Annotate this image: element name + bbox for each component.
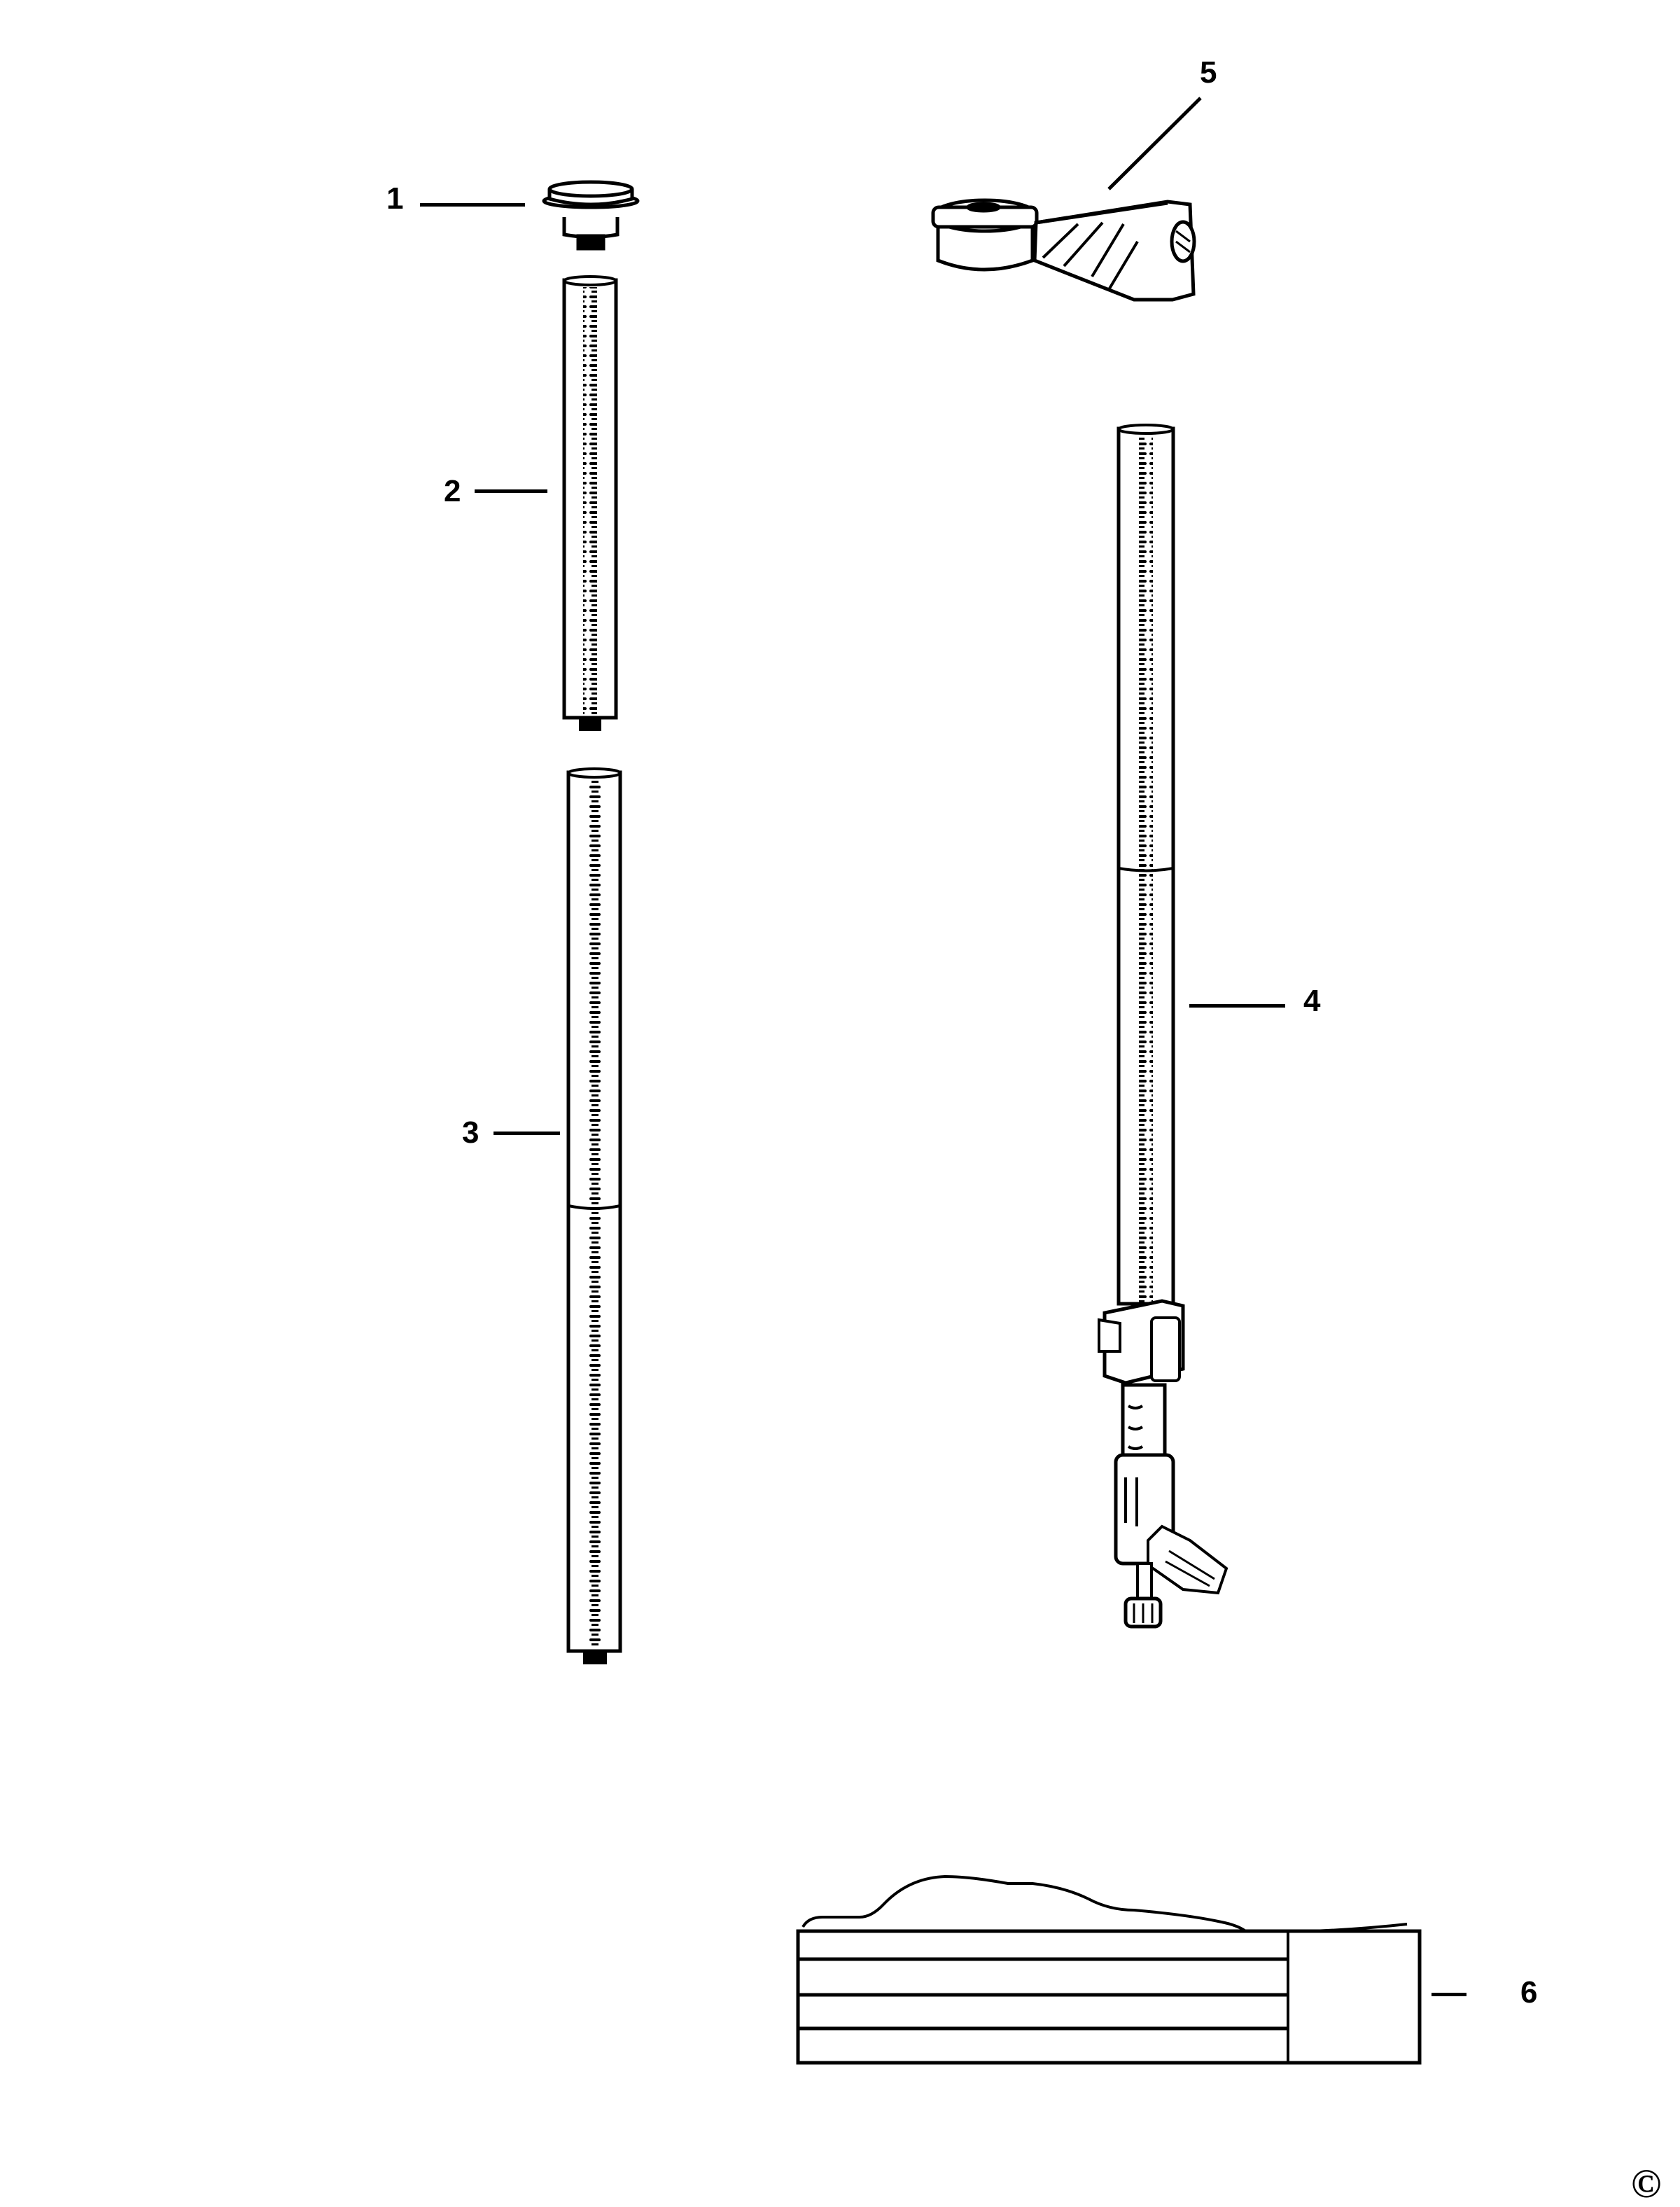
- leader-line-1: [420, 203, 525, 207]
- callout-label-1: 1: [386, 181, 404, 216]
- callout-label-6: 6: [1520, 1975, 1538, 2010]
- part-2-short-rod-icon: [562, 275, 618, 731]
- leader-line-6: [1432, 1993, 1466, 1996]
- part-5-bracket-icon: [931, 97, 1202, 302]
- part-3-long-rod-icon: [566, 767, 622, 1664]
- part-1-cap-icon: [542, 180, 640, 251]
- callout-label-2: 2: [444, 474, 461, 508]
- leader-line-2: [475, 489, 547, 493]
- leader-line-4: [1189, 1004, 1285, 1008]
- part-4-telescopic-pole-icon: [1098, 424, 1228, 1629]
- callout-label-3: 3: [462, 1115, 479, 1150]
- part-6-carrying-case-icon: [796, 1874, 1422, 2065]
- callout-label-5: 5: [1200, 55, 1217, 90]
- leader-line-3: [493, 1132, 560, 1135]
- callout-label-4: 4: [1303, 984, 1321, 1018]
- copyright-symbol: ©: [1631, 2161, 1662, 2206]
